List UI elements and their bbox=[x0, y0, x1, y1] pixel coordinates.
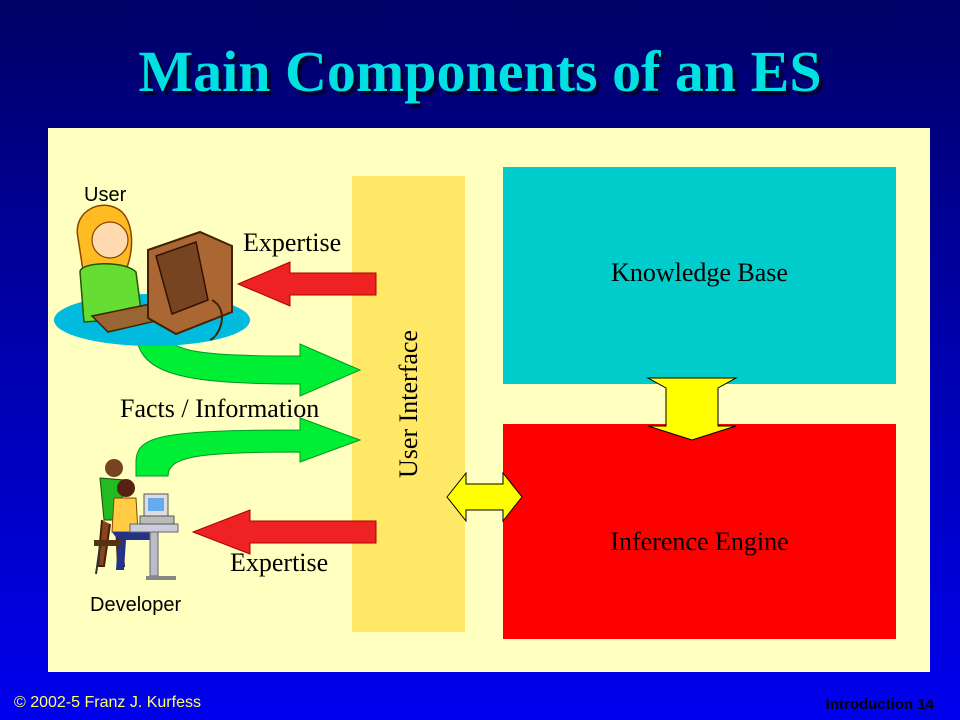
slide-title: Main Components of an ES bbox=[138, 39, 822, 104]
page-number: 14 bbox=[917, 696, 934, 713]
copyright-text: © 2002-5 Franz J. Kurfess bbox=[14, 694, 201, 711]
facts-arrow-user bbox=[135, 329, 362, 397]
section-name: Introduction bbox=[825, 696, 914, 713]
expertise-label-top: Expertise bbox=[243, 228, 342, 257]
user-computer-illustration bbox=[54, 204, 250, 346]
user-label: User bbox=[84, 184, 127, 206]
developer-label: Developer bbox=[90, 594, 182, 616]
footer-section: Introduction 14 bbox=[826, 696, 934, 713]
facts-information-label: Facts / Information bbox=[120, 394, 320, 423]
inference-engine-label: Inference Engine bbox=[610, 526, 789, 556]
inference-engine-box: Inference Engine bbox=[503, 424, 896, 639]
expertise-label-bottom: Expertise bbox=[230, 548, 329, 577]
knowledge-base-box: Knowledge Base bbox=[503, 167, 896, 384]
kb-engine-double-arrow bbox=[646, 377, 738, 441]
knowledge-base-label: Knowledge Base bbox=[611, 257, 788, 287]
facts-arrow-developer bbox=[135, 417, 362, 477]
ui-engine-double-arrow bbox=[446, 471, 523, 523]
expertise-arrow-bottom bbox=[191, 509, 377, 555]
developer-computer-illustration bbox=[94, 459, 179, 580]
expertise-arrow-top bbox=[236, 261, 377, 307]
user-interface-box bbox=[352, 176, 465, 632]
